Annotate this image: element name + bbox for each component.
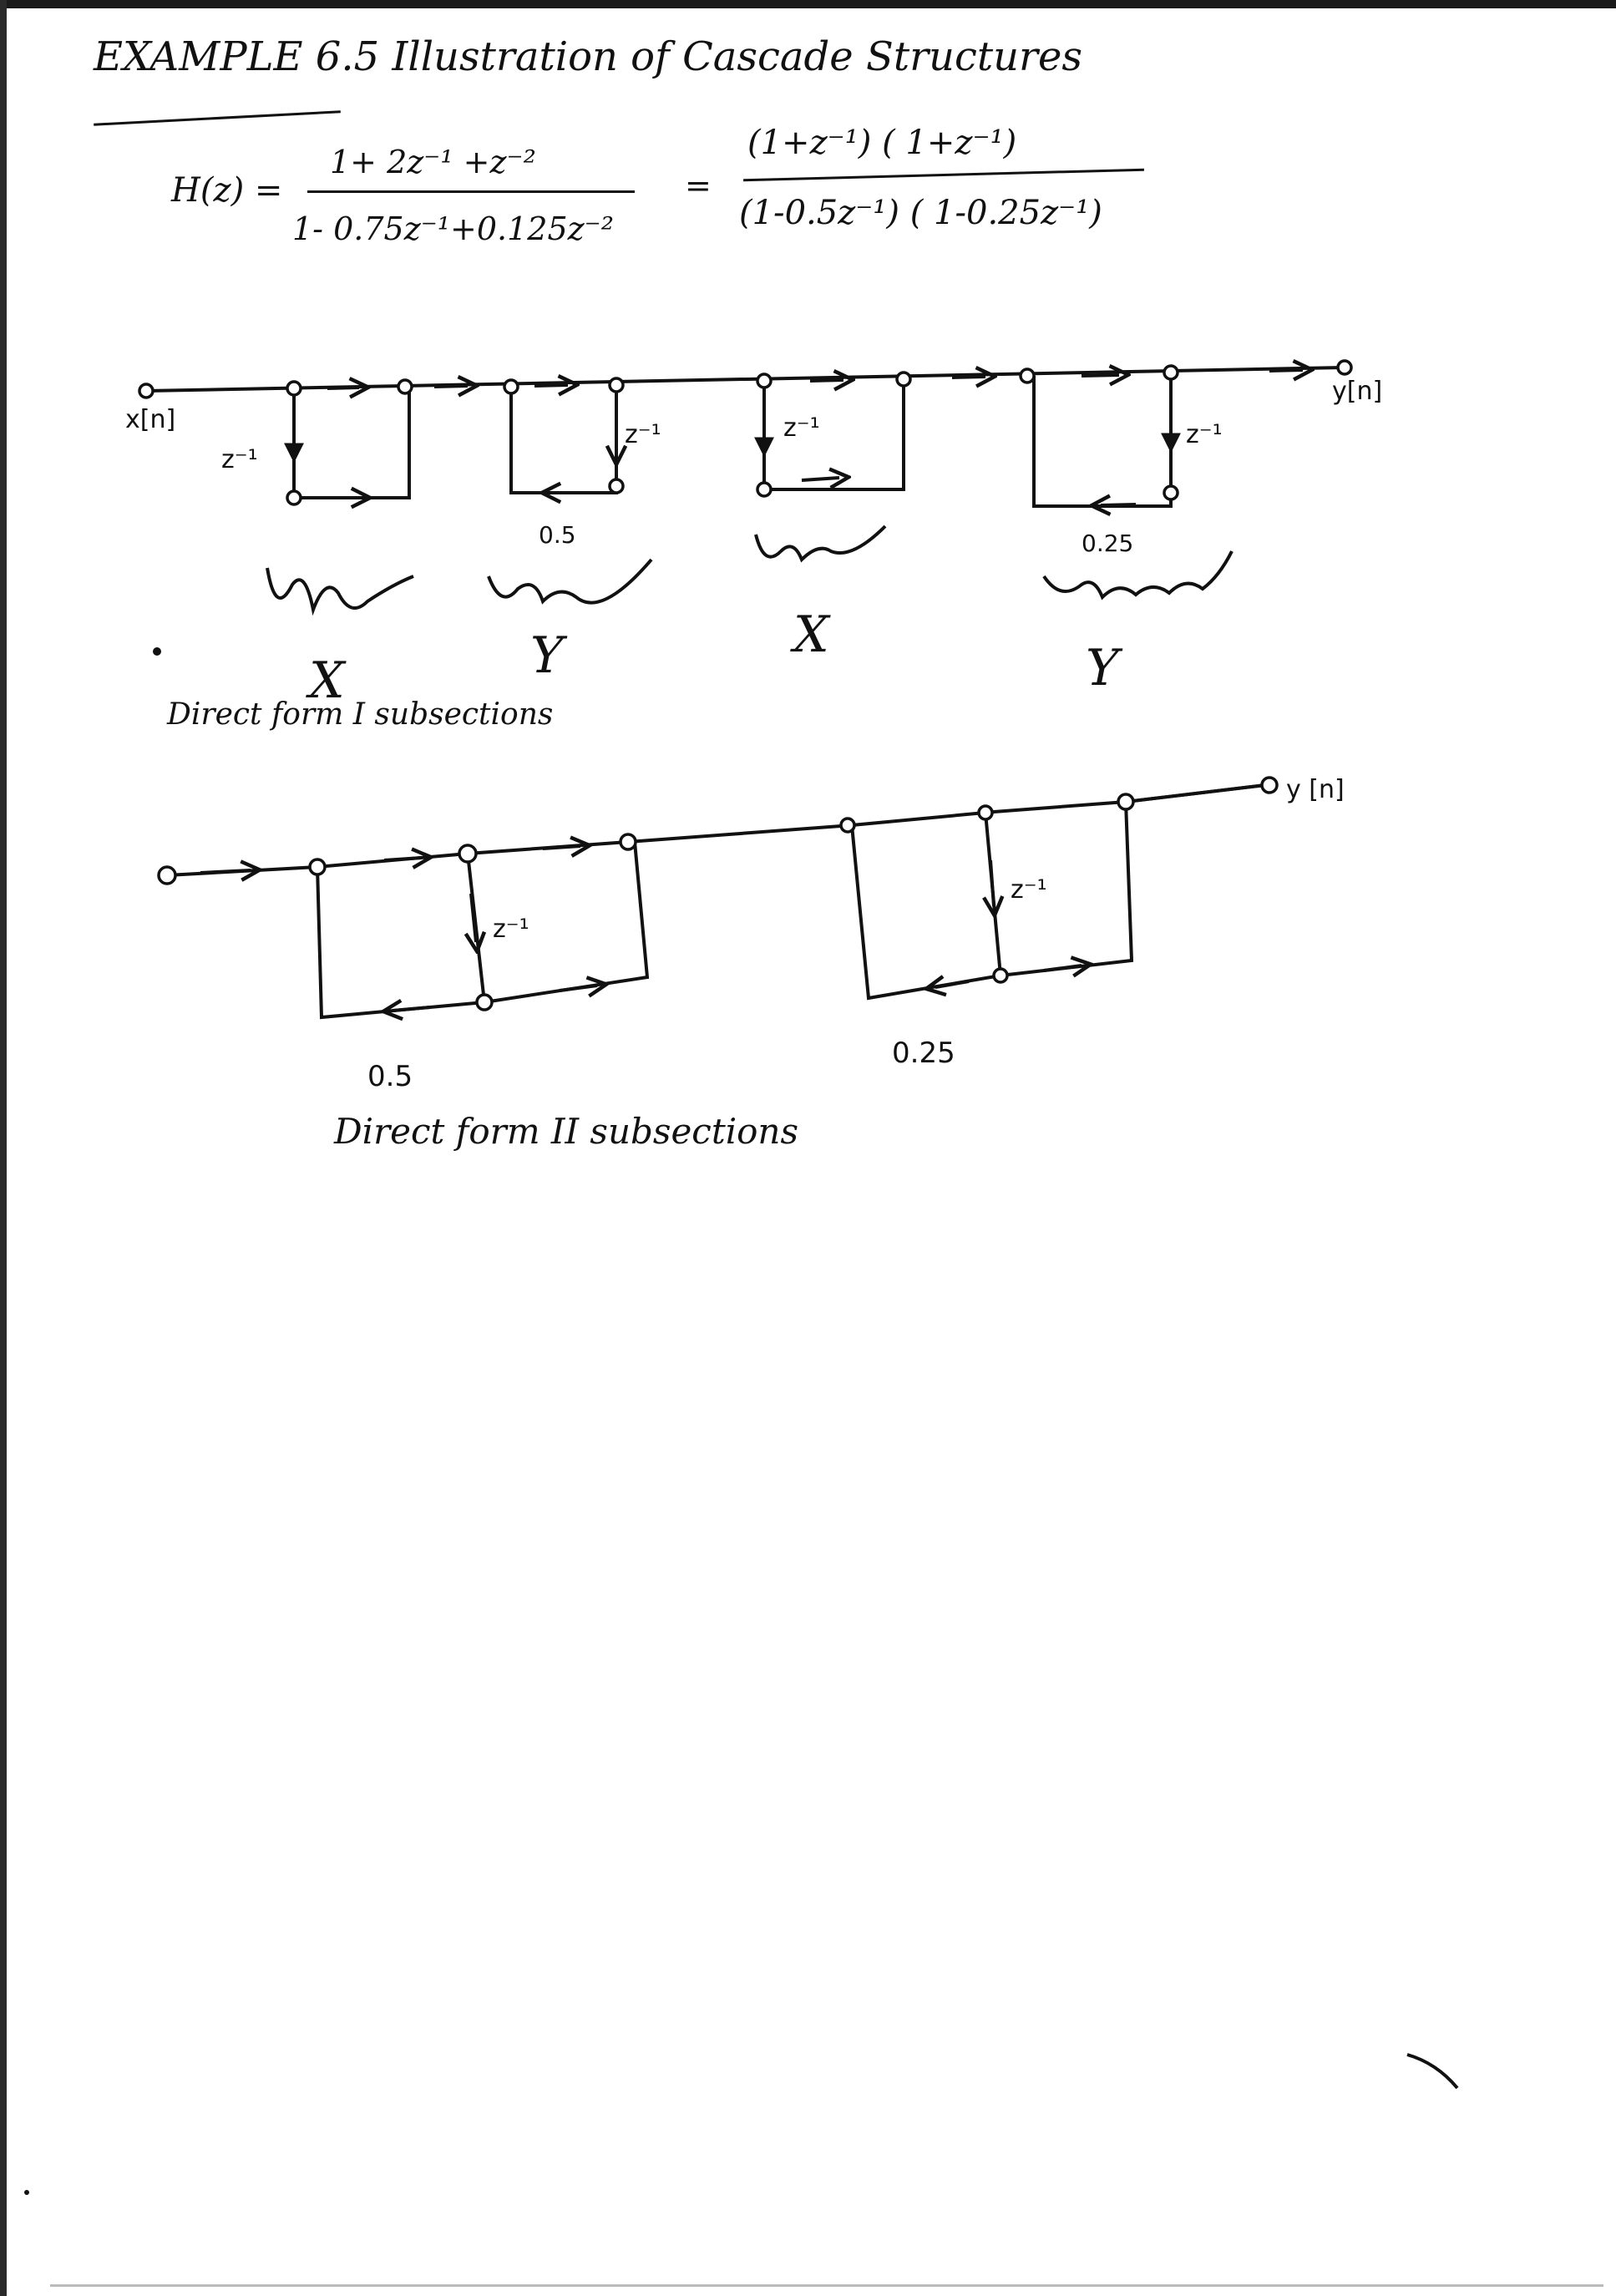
df1-arrow-5 <box>952 377 985 378</box>
df2-delay-label-2: z⁻¹ <box>1011 875 1047 905</box>
df2-input-node <box>159 867 175 884</box>
df2-section2-delay-arrow <box>990 860 994 906</box>
df2-output-node <box>1262 778 1277 793</box>
df2-delay-label-1: z⁻¹ <box>493 915 529 944</box>
df2-node <box>477 995 492 1010</box>
direct-form-1-caption: Direct form I subsections <box>167 697 553 732</box>
df1-node <box>1021 369 1034 383</box>
df1-arrow-4 <box>810 380 843 381</box>
df1-coef-0-25: 0.25 <box>1082 530 1133 557</box>
df2-node <box>1118 794 1133 809</box>
df1-delay-label-2: z⁻¹ <box>625 420 661 449</box>
df2-node <box>841 819 854 832</box>
df1-output-label: y[n] <box>1332 377 1382 406</box>
df2-output-path <box>1126 785 1265 802</box>
df1-delay-label-3: z⁻¹ <box>783 413 820 443</box>
df1-arrow-3 <box>534 385 568 386</box>
df1-scribble-3 <box>756 526 885 560</box>
df1-mark-2: Y <box>530 626 568 685</box>
df1-mark-3: X <box>790 606 831 664</box>
df2-coef-0-25: 0.25 <box>892 1036 955 1070</box>
df1-arrow-6 <box>1082 375 1119 376</box>
df1-mark-4: Y <box>1086 639 1123 697</box>
df1-section2-branch <box>511 385 616 493</box>
df1-scribble-2 <box>489 560 651 603</box>
df1-node <box>1164 486 1178 499</box>
df2-main-signal-path <box>167 785 1265 875</box>
df1-section4-bottom-arrow <box>1101 504 1136 505</box>
df1-coef-0-5: 0.5 <box>539 521 576 549</box>
df1-arrow-7 <box>1269 370 1303 371</box>
df1-output-node <box>1338 361 1351 374</box>
df2-coef-0-5: 0.5 <box>367 1060 413 1093</box>
direct-form-2-diagram: y [n] z⁻¹ z⁻¹ 0.5 0.25 <box>159 775 1345 1093</box>
df2-arrow-2 <box>384 858 422 860</box>
df2-node <box>310 859 325 874</box>
direct-form-1-diagram: x[n] y[n] z⁻¹ z⁻¹ z⁻¹ z⁻¹ 0.5 0.25 X Y X… <box>125 361 1382 710</box>
df1-node <box>757 483 771 496</box>
df1-delay-label-1: z⁻¹ <box>221 445 258 474</box>
df1-node <box>287 382 301 395</box>
df1-scribble-4 <box>1044 551 1232 597</box>
df1-node <box>757 374 771 388</box>
df2-node <box>621 834 636 849</box>
ink-dot <box>24 2190 29 2195</box>
df1-node <box>897 373 910 386</box>
df1-node <box>610 479 623 493</box>
df1-node <box>1164 366 1178 379</box>
df1-node <box>610 378 623 392</box>
df2-node <box>459 845 476 862</box>
df1-input-label: x[n] <box>125 405 175 434</box>
df1-section1-branch <box>294 387 409 498</box>
df1-input-node <box>139 384 153 398</box>
df1-delay-label-4: z⁻¹ <box>1186 420 1223 449</box>
df1-node <box>398 380 412 393</box>
ink-dot <box>153 647 161 656</box>
direct-form-2-caption: Direct form II subsections <box>334 1111 798 1152</box>
df1-node <box>504 380 518 393</box>
df1-section3-bottom-arrow <box>802 478 839 480</box>
df1-scribble-1 <box>267 568 413 610</box>
df2-node <box>994 969 1007 982</box>
df2-section1-bottom-arrow <box>393 1007 430 1011</box>
df1-node <box>287 491 301 504</box>
df2-output-label: y [n] <box>1286 775 1345 804</box>
stray-pen-mark <box>1407 2055 1457 2088</box>
df1-arrow-2 <box>434 386 468 387</box>
df1-section4-branch <box>1034 373 1171 506</box>
df2-node <box>979 806 992 819</box>
